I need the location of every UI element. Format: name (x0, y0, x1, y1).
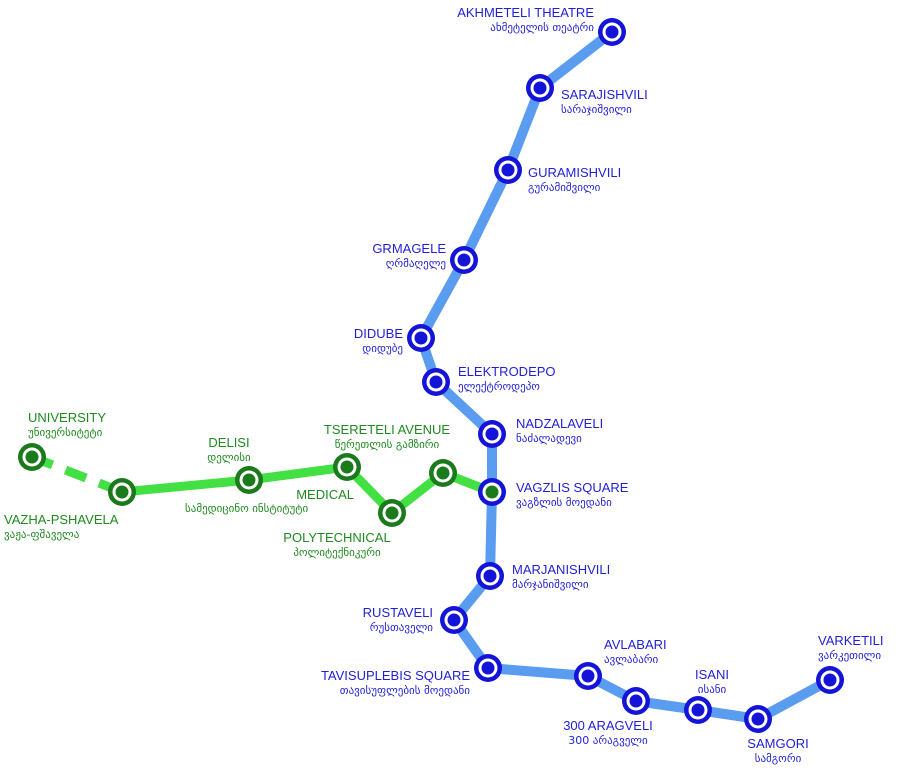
green-station-delisi-center-dot (242, 473, 256, 487)
blue-station-elektrodepo-center-dot (429, 375, 443, 389)
blue-station-guramishvili[interactable] (494, 156, 522, 184)
station-label-guramishvili: GURAMISHVILI (528, 165, 621, 180)
station-label-isani: ISANI (695, 667, 729, 682)
blue-station-sarajishvili-center-dot (533, 81, 547, 95)
green-station-delisi[interactable] (235, 466, 263, 494)
station-label-avlabari: AVLABARI (604, 637, 667, 652)
stations-layer (18, 18, 844, 733)
green-station-vazha[interactable] (108, 478, 136, 506)
station-label-marjanishvili: MARJANISHVILI (512, 562, 610, 577)
blue-station-rustaveli-center-dot (447, 613, 461, 627)
green-station-university-center-dot (25, 450, 39, 464)
station-label-ka-grmagele: ღრმაღელე (386, 257, 446, 270)
station-label-ka-elektrodepo: ელექტროდეპო (458, 380, 540, 393)
blue-station-marjanishvili-center-dot (483, 569, 497, 583)
blue-station-aragveli[interactable] (622, 687, 650, 715)
blue-station-grmagele[interactable] (450, 246, 478, 274)
interchange-station-vagzlis-center-dot (485, 485, 499, 499)
station-label-ka-samgori: სამგორი (755, 752, 802, 765)
green-station-medical[interactable] (378, 499, 406, 527)
blue-station-varketili-center-dot (823, 673, 837, 687)
station-label-ka-marjanishvili: მარჯანიშვილი (512, 578, 589, 591)
station-label-ka-tsereteli: წერეთლის გამზირი (335, 438, 440, 451)
station-label-ka-tavisuplebis: თავისუფლების მოედანი (340, 684, 471, 697)
station-label-ka-medical: სამედიცინო ინსტიტუტი (185, 502, 308, 515)
blue-station-sarajishvili[interactable] (526, 74, 554, 102)
station-label-tavisuplebis: TAVISUPLEBIS SQUARE (321, 668, 470, 683)
station-label-ka-university: უნივერსიტეტი (28, 426, 103, 439)
green-station-station_square_2[interactable] (429, 459, 457, 487)
station-label-nadzalaveli: NADZALAVELI (516, 416, 603, 431)
blue-station-didube-center-dot (414, 331, 428, 345)
blue-station-grmagele-center-dot (457, 253, 471, 267)
blue-station-nadzalaveli-center-dot (485, 427, 499, 441)
blue-station-akhmeteli[interactable] (598, 18, 626, 46)
blue-station-rustaveli[interactable] (440, 606, 468, 634)
blue-line (416, 27, 835, 724)
station-label-ka-polytechnical: პოლიტექნიკური (293, 546, 381, 559)
blue-station-guramishvili-center-dot (501, 163, 515, 177)
station-label-ka-delisi: დელისი (207, 451, 251, 464)
station-label-ka-akhmeteli: ახმეტელის თეატრი (490, 21, 594, 34)
station-label-ka-aragveli: 300 არაგველი (568, 734, 648, 747)
green-line-planned-segment (30, 452, 124, 497)
station-label-akhmeteli: AKHMETELI THEATRE (457, 5, 594, 20)
station-label-ka-avlabari: ავლაბარი (604, 653, 659, 666)
station-label-sarajishvili: SARAJISHVILI (561, 87, 648, 102)
station-label-university: UNIVERSITY (28, 410, 106, 425)
station-label-aragveli: 300 ARAGVELI (563, 718, 653, 733)
blue-station-tavisuplebis[interactable] (474, 654, 502, 682)
station-label-ka-isani: ისანი (698, 683, 727, 696)
blue-station-samgori-center-dot (751, 712, 765, 726)
blue-station-nadzalaveli[interactable] (478, 420, 506, 448)
station-label-ka-guramishvili: გურამიშვილი (528, 181, 601, 194)
station-label-ka-sarajishvili: სარაჯიშვილი (561, 103, 632, 116)
station-label-grmagele: GRMAGELE (372, 241, 446, 256)
station-label-ka-rustaveli: რუსთაველი (370, 621, 434, 634)
green-station-tsereteli-center-dot (340, 460, 354, 474)
interchange-station-vagzlis[interactable] (478, 478, 506, 506)
station-label-varketili: VARKETILI (818, 633, 884, 648)
blue-station-avlabari-center-dot (581, 669, 595, 683)
blue-station-marjanishvili[interactable] (476, 562, 504, 590)
station-label-delisi: DELISI (208, 435, 249, 450)
station-label-polytechnical: POLYTECHNICAL (283, 530, 390, 545)
blue-station-tavisuplebis-center-dot (481, 661, 495, 675)
station-label-elektrodepo: ELEKTRODEPO (458, 364, 556, 379)
station-label-samgori: SAMGORI (747, 736, 808, 751)
green-station-university[interactable] (18, 443, 46, 471)
station-label-tsereteli: TSERETELI AVENUE (324, 422, 451, 437)
station-label-medical: MEDICAL (296, 487, 354, 502)
station-label-ka-vazha: ვაჟა-ფშაველა (4, 528, 80, 541)
blue-station-akhmeteli-center-dot (605, 25, 619, 39)
blue-station-elektrodepo[interactable] (422, 368, 450, 396)
station-label-ka-nadzalaveli: ნაძალადევი (516, 432, 582, 445)
station-label-rustaveli: RUSTAVELI (363, 605, 433, 620)
station-label-vazha: VAZHA-PSHAVELA (4, 512, 119, 527)
station-label-ka-didube: დიდუბე (362, 342, 403, 355)
blue-station-didube[interactable] (407, 324, 435, 352)
green-station-medical-center-dot (385, 506, 399, 520)
blue-station-isani-center-dot (691, 703, 705, 717)
station-label-didube: DIDUBE (354, 326, 403, 341)
blue-station-varketili[interactable] (816, 666, 844, 694)
blue-station-isani[interactable] (684, 696, 712, 724)
station-label-ka-vagzlis: ვაგზლის მოედანი (516, 496, 612, 509)
blue-station-aragveli-center-dot (629, 694, 643, 708)
green-station-station_square_2-center-dot (436, 466, 450, 480)
green-station-tsereteli[interactable] (333, 453, 361, 481)
green-station-vazha-center-dot (115, 485, 129, 499)
blue-station-samgori[interactable] (744, 705, 772, 733)
blue-station-avlabari[interactable] (574, 662, 602, 690)
station-label-ka-varketili: ვარკეთილი (818, 649, 881, 662)
station-label-vagzlis: VAGZLIS SQUARE (516, 480, 629, 495)
